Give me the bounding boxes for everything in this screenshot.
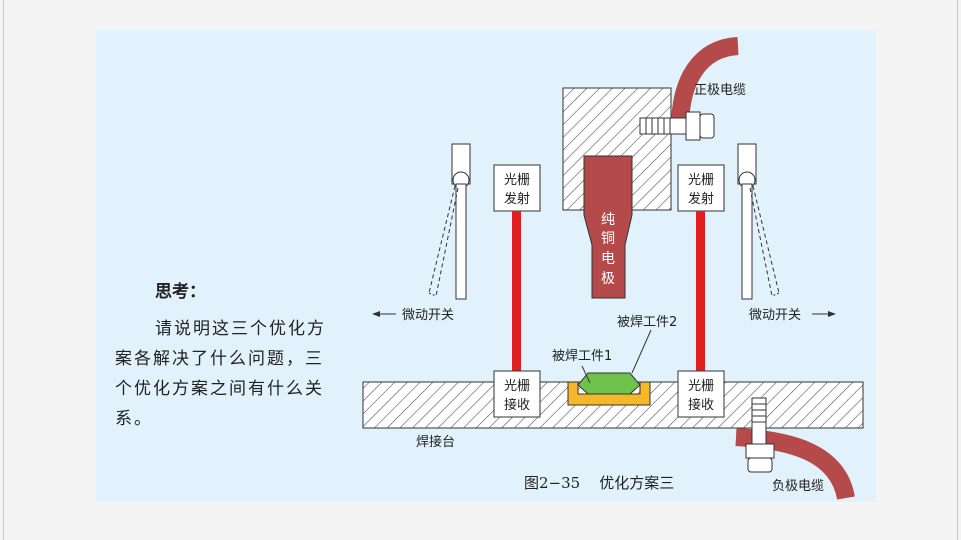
- figure-caption: 图2−35 优化方案三: [524, 474, 674, 492]
- workpiece-2-leader: [631, 329, 652, 374]
- grating-beam-right: [696, 211, 705, 371]
- svg-text:光栅: 光栅: [504, 173, 530, 188]
- copper-electrode: [583, 155, 633, 299]
- micro-switch-left-label: 微动开关: [372, 308, 454, 323]
- grating-receiver-left: 光栅 接收: [493, 370, 541, 418]
- svg-text:光栅: 光栅: [504, 379, 530, 394]
- question-text: 请说明这三个优化方案各解决了什么问题，三个优化方案之间有什么关系。: [115, 319, 326, 429]
- question-title: 思考：: [155, 282, 206, 302]
- svg-text:光栅: 光栅: [688, 379, 714, 394]
- electrode-char-2: 铜: [601, 231, 615, 247]
- workpiece-1: [567, 381, 651, 406]
- left-frame-line: [3, 0, 4, 540]
- svg-text:发射: 发射: [688, 191, 714, 207]
- positive-bolt: [639, 111, 715, 141]
- micro-switch-right-label: 微动开关: [749, 308, 836, 323]
- svg-text:接收: 接收: [504, 397, 530, 413]
- positive-cable: [671, 37, 739, 129]
- micro-switch-right: [737, 143, 780, 300]
- workpiece-2: [577, 372, 641, 395]
- negative-cable-label: 负极电缆: [772, 478, 824, 494]
- question-block: 思考： 请说明这三个优化方案各解决了什么问题，三个优化方案之间有什么关系。: [115, 277, 335, 434]
- svg-text:微动开关: 微动开关: [402, 308, 454, 323]
- welding-table-label: 焊接台: [416, 434, 455, 450]
- electrode-char-1: 纯: [601, 212, 615, 228]
- negative-bolt: [745, 397, 775, 473]
- micro-switch-left: [428, 143, 471, 300]
- workpiece-1-leader: [581, 365, 591, 384]
- svg-text:发射: 发射: [504, 191, 530, 207]
- positive-cable-label: 正极电缆: [694, 82, 746, 98]
- right-frame-line: [957, 0, 958, 540]
- svg-text:微动开关: 微动开关: [749, 308, 801, 323]
- workpiece-1-label: 被焊工件1: [552, 348, 612, 364]
- svg-text:接收: 接收: [688, 397, 714, 413]
- electrode-char-3: 电: [601, 251, 615, 267]
- svg-text:光栅: 光栅: [688, 173, 714, 188]
- grating-emitter-right: 光栅 发射: [677, 164, 725, 212]
- grating-beam-left: [512, 211, 521, 371]
- grating-emitter-left: 光栅 发射: [493, 164, 541, 212]
- workpiece-2-label: 被焊工件2: [617, 314, 677, 330]
- electrode-char-4: 极: [601, 271, 615, 287]
- grating-receiver-right: 光栅 接收: [677, 370, 725, 418]
